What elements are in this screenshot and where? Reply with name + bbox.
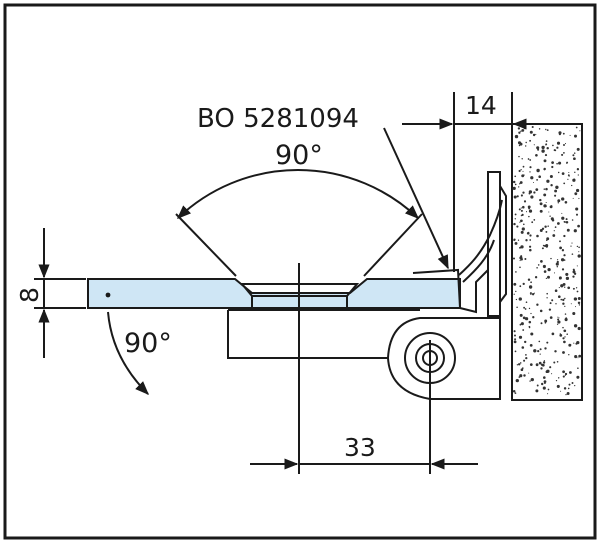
swing-arrow (107, 311, 149, 395)
spring-arm (458, 199, 503, 283)
angle-top-label: 90° (275, 140, 323, 171)
angle-line-left (175, 213, 237, 277)
part-number-leader (383, 127, 449, 270)
dim-left-label: 8 (15, 287, 44, 303)
wall-mount-plate (487, 171, 501, 317)
wall (511, 123, 583, 401)
dim-bottom-label: 33 (344, 433, 376, 462)
clamp-plate (412, 268, 462, 309)
part-number-label: BO 5281094 (197, 104, 359, 134)
hinge-body (227, 309, 420, 359)
wall-bracket (499, 185, 507, 303)
angle-line-right (363, 213, 423, 277)
hinge-side-link (459, 269, 489, 314)
glass-edge-dot (105, 292, 111, 298)
wall-speckles (512, 125, 582, 396)
angle-arc-top (176, 169, 420, 219)
drawing-frame (3, 3, 597, 540)
angle-left-label: 90° (124, 328, 172, 359)
dim-top-label: 14 (465, 91, 497, 120)
